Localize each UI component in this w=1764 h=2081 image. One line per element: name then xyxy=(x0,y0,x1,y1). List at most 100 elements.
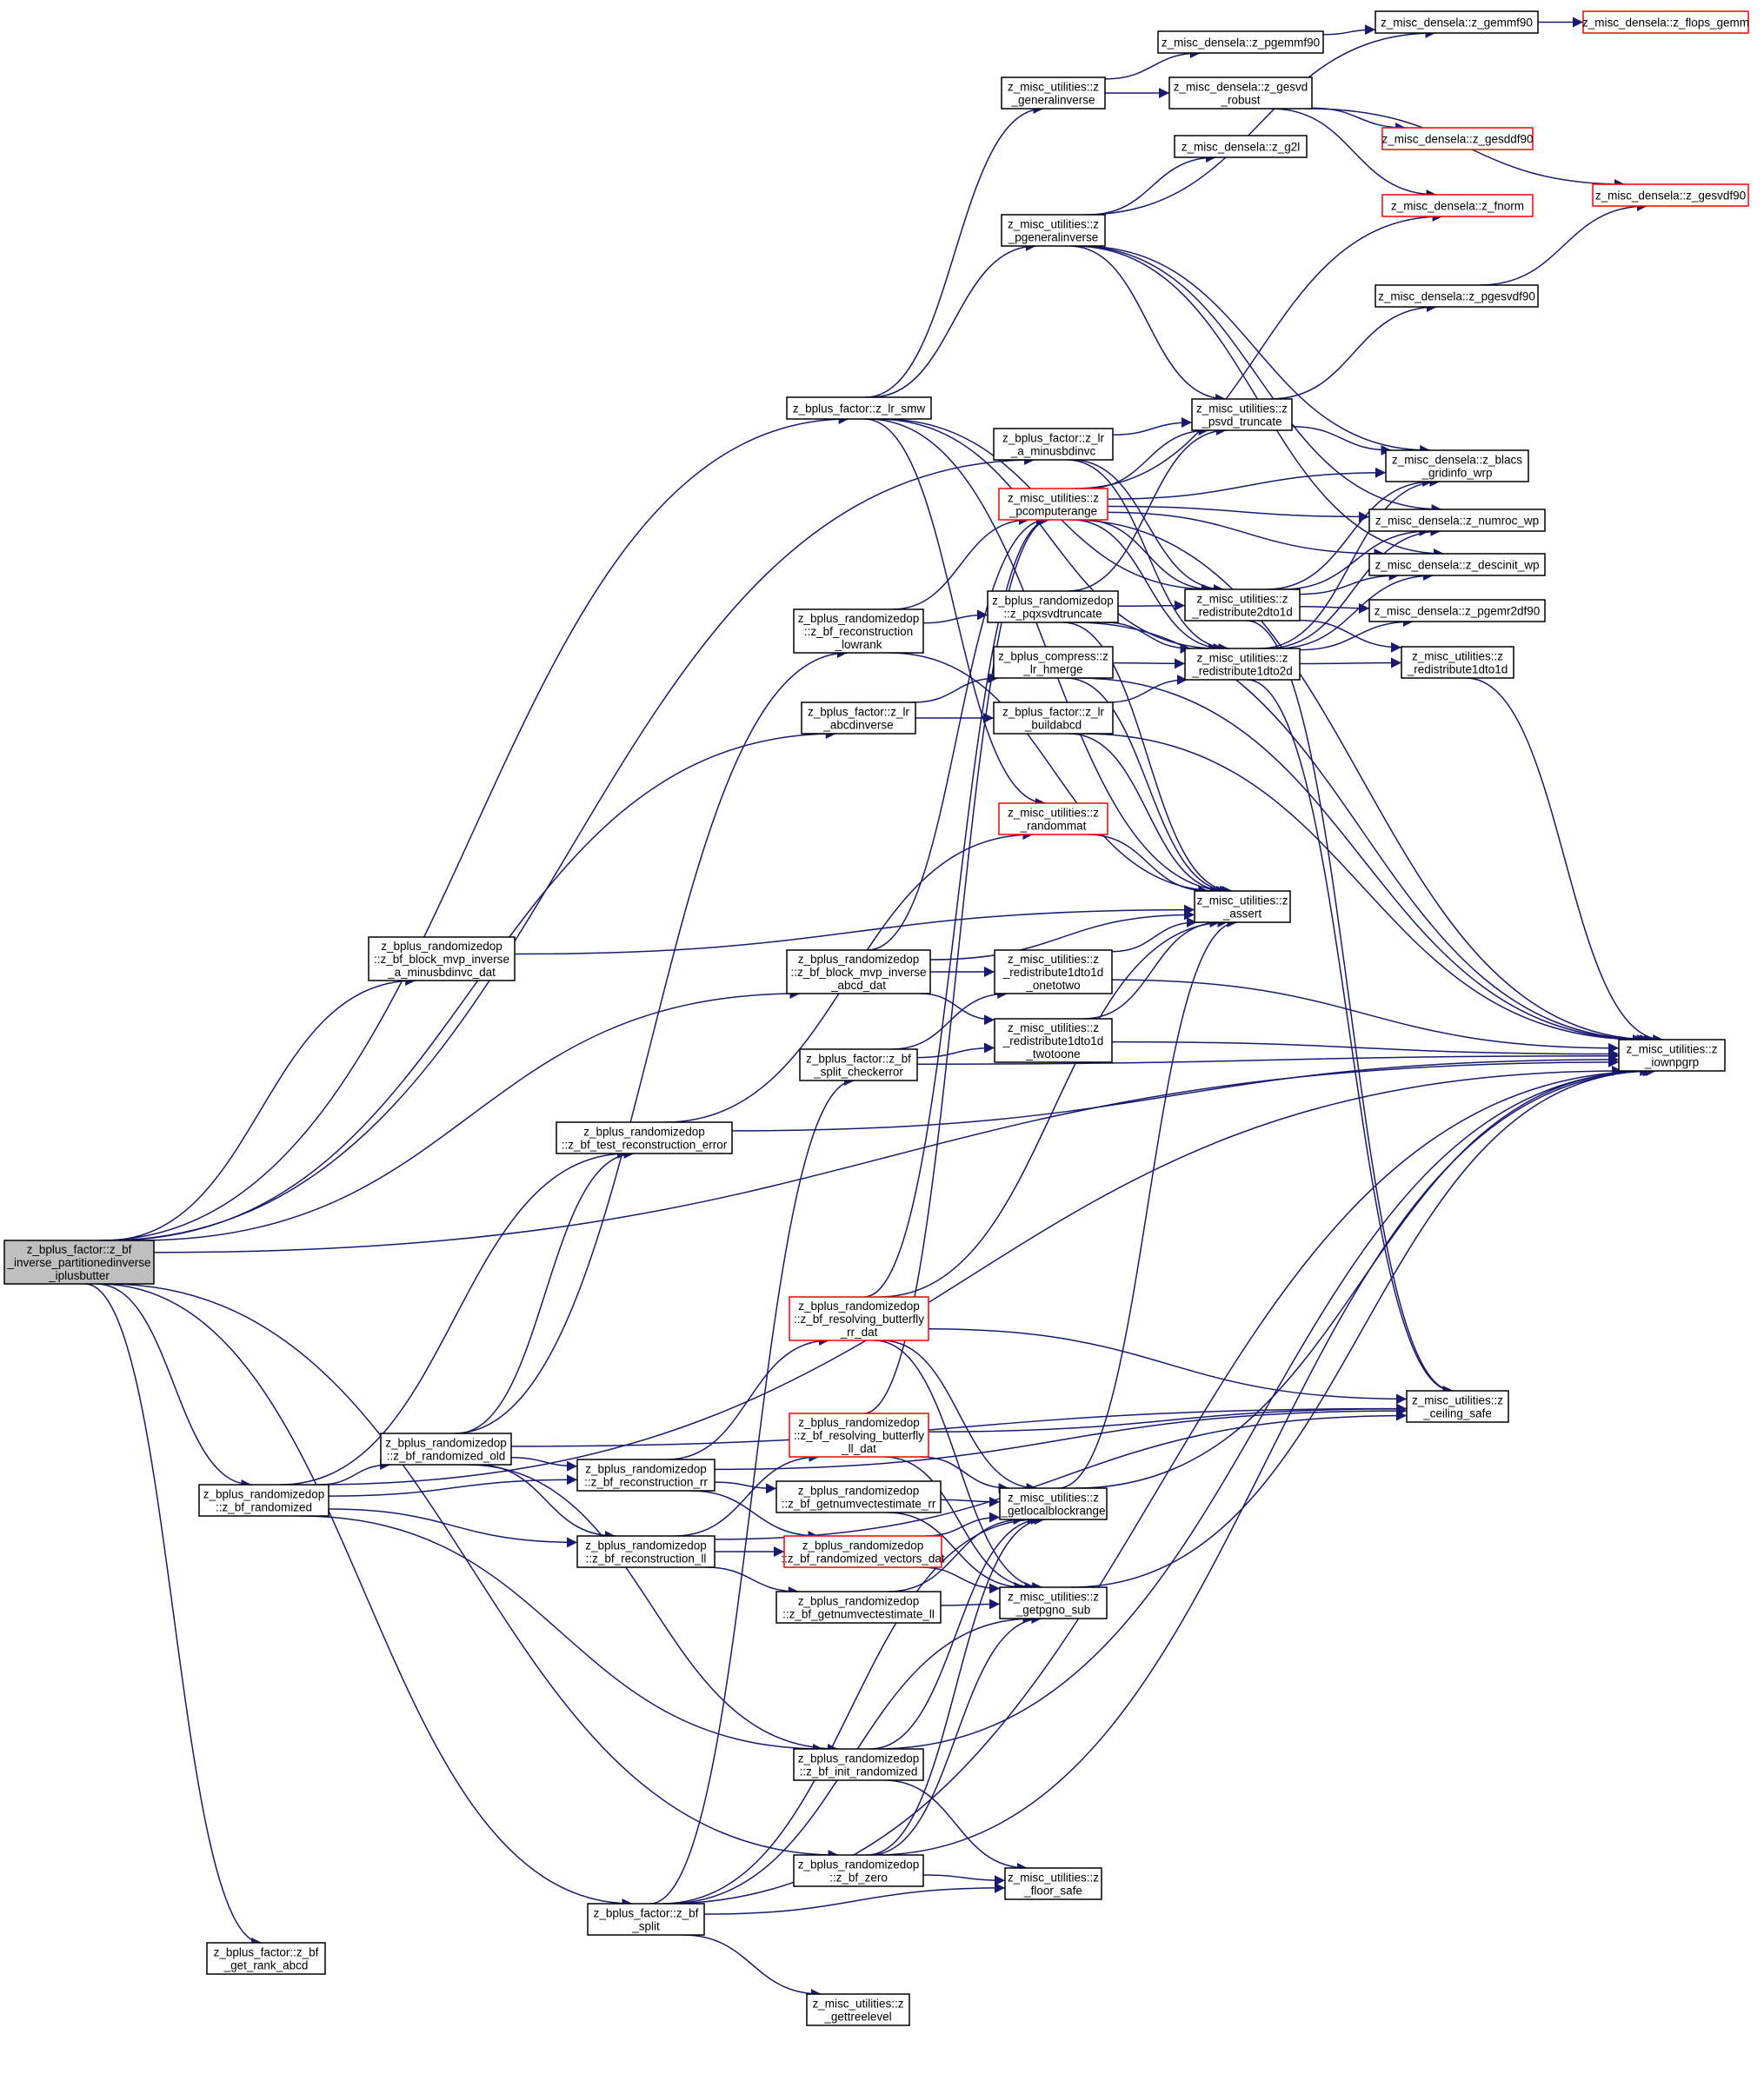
node-gesddf[interactable]: z_misc_densela::z_gesddf90 xyxy=(1381,127,1534,150)
edge-pgeninv-to-gemmf xyxy=(1083,28,1436,216)
node-fnorm[interactable]: z_misc_densela::z_fnorm xyxy=(1381,194,1534,217)
node-label: _gettreelevel xyxy=(823,2011,891,2024)
edge-r1d2d-to-blacs xyxy=(1259,476,1441,649)
node-label: _pgeneralinverse xyxy=(1008,231,1099,244)
node-getrank[interactable]: z_bplus_factor::z_bf_get_rank_abcd xyxy=(206,1942,326,1975)
node-label: _redistribute1dto1d xyxy=(1002,1034,1104,1047)
edge-r1d1-to-iownpgrp xyxy=(1111,979,1620,1054)
node-resll[interactable]: z_bplus_randomizedop::z_bf_resolving_but… xyxy=(789,1413,929,1458)
node-numvecll[interactable]: z_bplus_randomizedop::z_bf_getnumvectest… xyxy=(775,1591,942,1624)
node-lrsmw[interactable]: z_bplus_factor::z_lr_smw xyxy=(786,396,932,420)
node-label: _assert xyxy=(1222,908,1262,921)
edge-bfsplit-to-floorsafe xyxy=(703,1882,1006,1915)
node-box xyxy=(998,802,1108,835)
edge-resrr-to-ceiling xyxy=(928,1327,1408,1405)
node-pgemmf[interactable]: z_misc_densela::z_pgemmf90 xyxy=(1157,30,1324,54)
node-label: _buildabcd xyxy=(1024,719,1082,732)
node-box xyxy=(1368,599,1546,622)
node-r1d1[interactable]: z_misc_utilities::z_redistribute1dto1d_o… xyxy=(994,949,1113,994)
node-root[interactable]: z_bplus_factor::z_bf_inverse_partitioned… xyxy=(3,1240,155,1285)
node-reclowrank[interactable]: z_bplus_randomizedop::z_bf_reconstructio… xyxy=(793,608,924,654)
node-assert[interactable]: z_misc_utilities::z_assert xyxy=(1194,890,1291,923)
edge-splitcheck-to-iownpgrp xyxy=(916,1050,1620,1065)
node-ceiling[interactable]: z_misc_utilities::z_ceiling_safe xyxy=(1406,1390,1509,1423)
node-resrr[interactable]: z_bplus_randomizedop::z_bf_resolving_but… xyxy=(789,1296,929,1341)
node-box xyxy=(801,701,916,735)
node-r2d1d[interactable]: z_misc_utilities::z_redistribute2dto1d xyxy=(1184,588,1301,622)
node-label: z_bplus_randomizedop xyxy=(585,1539,707,1552)
node-r1dto1d[interactable]: z_misc_utilities::z_redistribute1dto1d xyxy=(1401,646,1514,679)
node-label: ::z_bf_zero xyxy=(829,1872,888,1885)
node-lrminus[interactable]: z_bplus_factor::z_lr_a_minusbdinvc xyxy=(993,428,1114,461)
edge-bfrand-to-recll xyxy=(328,1508,578,1548)
node-recll[interactable]: z_bplus_randomizedop::z_bf_reconstructio… xyxy=(576,1535,716,1568)
node-psvd[interactable]: z_misc_utilities::z_psvd_truncate xyxy=(1191,398,1293,431)
node-abcdinv[interactable]: z_bplus_factor::z_lr_abcdinverse xyxy=(801,701,916,735)
edge-pcompute-to-fnorm xyxy=(1074,211,1443,489)
node-randvec[interactable]: z_bplus_randomizedop::z_bf_randomized_ve… xyxy=(781,1535,945,1568)
node-floorsafe[interactable]: z_misc_utilities::z_floor_safe xyxy=(1004,1867,1102,1900)
node-pcompute[interactable]: z_misc_utilities::z_pcomputerange xyxy=(998,488,1108,521)
node-box xyxy=(576,1535,716,1568)
node-blockmvp[interactable]: z_bplus_randomizedop::z_bf_block_mvp_inv… xyxy=(368,936,516,981)
node-pgeninv[interactable]: z_misc_utilities::z_pgeneralinverse xyxy=(1001,214,1106,247)
node-pgesvdf[interactable]: z_misc_densela::z_pgesvdf90 xyxy=(1375,284,1539,308)
node-label: _iplusbutter xyxy=(48,1269,110,1282)
edge-psvd-to-blacs xyxy=(1291,425,1392,455)
node-gesvdrob[interactable]: z_misc_densela::z_gesvd_robust xyxy=(1168,76,1313,110)
node-pgemr2d[interactable]: z_misc_densela::z_pgemr2df90 xyxy=(1368,599,1546,622)
node-numvecrr[interactable]: z_bplus_randomizedop::z_bf_getnumvectest… xyxy=(775,1480,942,1513)
node-label: z_bplus_randomizedop xyxy=(798,1485,920,1498)
node-label: _ll_dat xyxy=(841,1442,876,1455)
edge-bfrandold-to-ceiling xyxy=(510,1403,1408,1447)
node-splitcheck[interactable]: z_bplus_factor::z_bf_split_checkerror xyxy=(799,1048,918,1081)
node-pqxsvd[interactable]: z_bplus_randomizedop::z_pqxsvdtruncate xyxy=(987,590,1119,623)
node-gemmf[interactable]: z_misc_densela::z_gemmf90 xyxy=(1375,10,1539,34)
node-testrec[interactable]: z_bplus_randomizedop::z_bf_test_reconstr… xyxy=(556,1121,733,1154)
node-getpgno[interactable]: z_misc_utilities::z_getpgno_sub xyxy=(999,1586,1108,1619)
node-label: _a_minusbdinvc xyxy=(1010,445,1096,458)
node-label: ::z_bf_getnumvectestimate_rr xyxy=(782,1498,936,1511)
node-label: _redistribute1dto2d xyxy=(1191,665,1293,678)
node-descinit[interactable]: z_misc_densela::z_descinit_wp xyxy=(1368,553,1546,576)
node-flops[interactable]: z_misc_densela::z_flops_gemm xyxy=(1582,10,1749,34)
node-randommat[interactable]: z_misc_utilities::z_randommat xyxy=(998,802,1108,835)
node-label: _lr_hmerge xyxy=(1022,663,1082,676)
node-bfzero[interactable]: z_bplus_randomizedop::z_bf_zero xyxy=(793,1854,924,1887)
edge-recrr-to-randvec xyxy=(690,1490,819,1541)
node-bfsplit[interactable]: z_bplus_factor::z_bf_split xyxy=(587,1903,705,1936)
node-gettree[interactable]: z_misc_utilities::z_gettreelevel xyxy=(806,1993,910,2026)
edge-pqxsvd-to-r2d1d xyxy=(1117,600,1186,611)
node-label: z_misc_utilities::z xyxy=(1196,894,1288,908)
nodes-layer: z_bplus_factor::z_bf_inverse_partitioned… xyxy=(3,10,1749,2026)
node-numroc[interactable]: z_misc_densela::z_numroc_wp xyxy=(1368,509,1546,532)
node-blockabcd[interactable]: z_bplus_randomizedop::z_bf_block_mvp_inv… xyxy=(786,949,931,994)
node-hmerge[interactable]: z_bplus_compress::z_lr_hmerge xyxy=(993,646,1114,679)
edge-r2d1d-to-descinit xyxy=(1299,570,1400,595)
node-r1d2[interactable]: z_misc_utilities::z_redistribute1dto1d_t… xyxy=(994,1018,1113,1063)
node-recrr[interactable]: z_bplus_randomizedop::z_bf_reconstructio… xyxy=(576,1459,716,1492)
node-g2l[interactable]: z_misc_densela::z_g2l xyxy=(1174,135,1308,158)
node-box xyxy=(1001,76,1106,110)
node-getlocal[interactable]: z_misc_utilities::z_getlocalblockrange xyxy=(999,1487,1108,1520)
node-bfrandold[interactable]: z_bplus_randomizedop::z_bf_randomized_ol… xyxy=(380,1433,512,1466)
node-initrand[interactable]: z_bplus_randomizedop::z_bf_init_randomiz… xyxy=(793,1748,924,1781)
node-blacs[interactable]: z_misc_densela::z_blacs_gridinfo_wrp xyxy=(1385,449,1529,482)
edge-pqxsvd-to-assert xyxy=(1062,622,1233,896)
node-box xyxy=(1157,30,1324,54)
node-geninv[interactable]: z_misc_utilities::z_generalinverse xyxy=(1001,76,1106,110)
node-buildabcd[interactable]: z_bplus_factor::z_lr_buildabcd xyxy=(993,701,1114,735)
node-label: _split xyxy=(631,1920,660,1933)
node-box xyxy=(1381,127,1534,150)
edge-lrsmw-to-pgeninv xyxy=(870,241,1036,398)
node-iownpgrp[interactable]: z_misc_utilities::z_iownpgrp xyxy=(1618,1039,1726,1072)
node-label: z_bplus_factor::z_lr_smw xyxy=(793,402,926,416)
node-gesvdf[interactable]: z_misc_densela::z_gesvdf90 xyxy=(1592,183,1749,207)
node-label: z_misc_utilities::z xyxy=(1008,1492,1099,1505)
edge-randvec-to-getlocal xyxy=(925,1512,1001,1537)
edge-randvec-to-getpgno xyxy=(921,1566,1001,1594)
node-label: _twotoone xyxy=(1025,1047,1080,1060)
node-r1d2d[interactable]: z_misc_utilities::z_redistribute1dto2d xyxy=(1184,648,1301,681)
node-bfrand[interactable]: z_bplus_randomizedop::z_bf_randomized xyxy=(198,1484,330,1517)
node-label: _getpgno_sub xyxy=(1015,1604,1091,1617)
